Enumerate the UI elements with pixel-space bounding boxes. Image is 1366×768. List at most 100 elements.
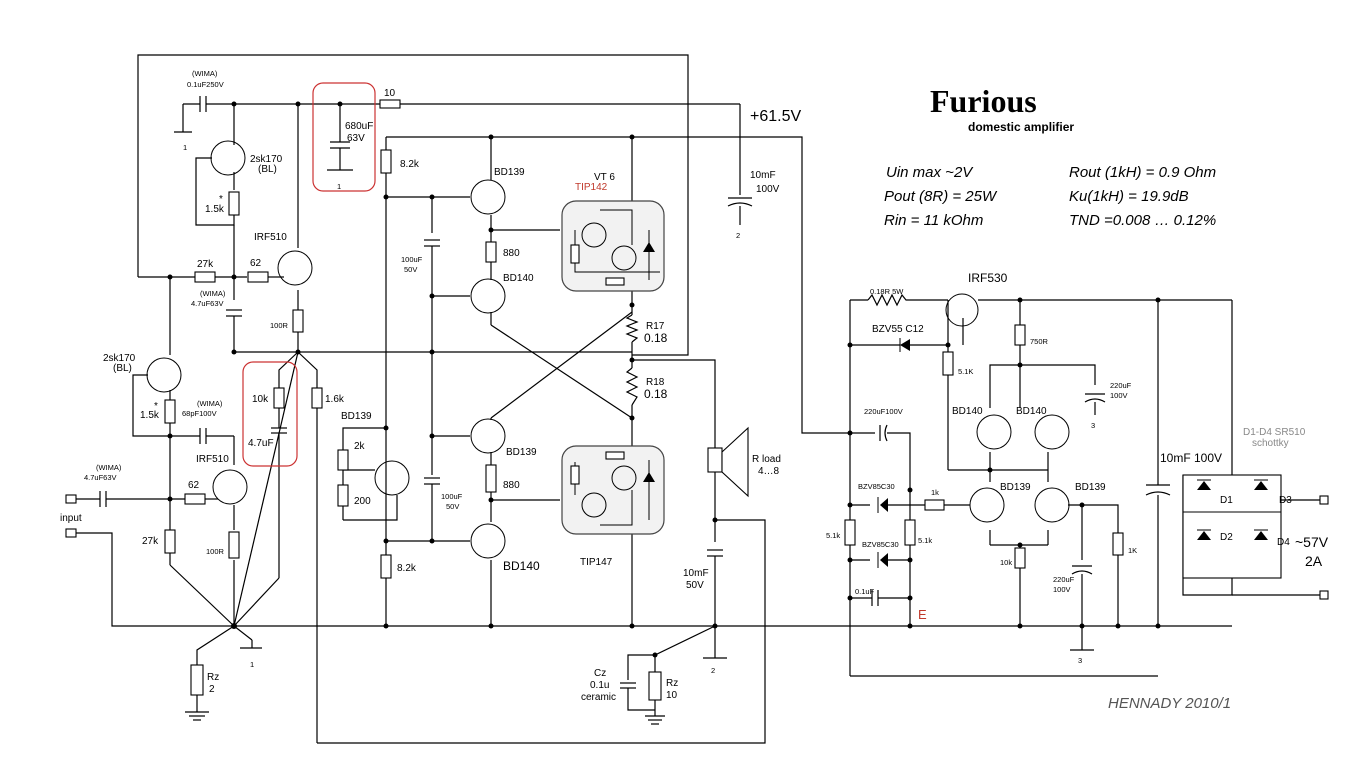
label-gnd2-top: 2	[736, 231, 740, 240]
label-c10mF-outv: 50V	[686, 580, 704, 591]
label-c47: 4.7uF	[248, 438, 274, 449]
label-rz10-b: 10	[666, 690, 678, 701]
label-irf530: IRF530	[968, 271, 1008, 285]
label-c10mF-topv: 100V	[756, 184, 780, 195]
label-c100-a: 100uF	[401, 255, 423, 264]
label-c100-av: 50V	[404, 265, 417, 274]
label-r62-top: 62	[250, 258, 262, 269]
label-r1K-r: 1K	[1128, 546, 1137, 555]
tip147-module	[561, 445, 665, 535]
label-c100-b: 100uF	[441, 492, 463, 501]
label-c220-av: 100V	[1110, 391, 1128, 400]
label-r1k6: 1.6k	[325, 394, 345, 405]
label-tip147: TIP147	[580, 557, 613, 568]
label-c220-b: 220uF	[1053, 575, 1075, 584]
label-gnd3-a: 3	[1091, 421, 1095, 430]
label-gnd2-out: 2	[711, 666, 715, 675]
label-r5k1-a: 5.1K	[958, 367, 973, 376]
label-bd139-r2: BD139	[1075, 482, 1106, 493]
label-r1k5-top: 1.5k	[205, 204, 225, 215]
label-c10mF-top: 10mF	[750, 170, 776, 181]
junction-dots	[167, 101, 1161, 658]
label-rload: R load	[752, 454, 781, 465]
wiring	[76, 54, 1320, 744]
label-bzv85-a: BZV85C30	[858, 482, 895, 491]
label-d1: D1	[1220, 495, 1233, 506]
label-jfet-bot: 2sk170	[103, 353, 136, 364]
label-ground-e: E	[918, 607, 927, 622]
label-c680-a: 680uF	[345, 121, 373, 132]
label-r2k: 2k	[354, 441, 366, 452]
label-ac-current: 2A	[1305, 553, 1323, 569]
label-ac-voltage: ~57V	[1295, 534, 1329, 550]
label-r1k5-bot: 1.5k	[140, 410, 160, 421]
label-wima-3: (WIMA)	[197, 399, 223, 408]
label-r880-a: 880	[503, 248, 520, 259]
label-c220-a: 220uF	[1110, 381, 1132, 390]
spec-tnd: TND =0.008 … 0.12%	[1069, 212, 1216, 229]
label-star-2: *	[154, 401, 158, 412]
label-bd139-r1: BD139	[1000, 482, 1031, 493]
label-c10mF-out: 10mF	[683, 568, 709, 579]
label-irf510-top: IRF510	[254, 232, 287, 243]
label-c220-100: 220uF100V	[864, 407, 903, 416]
label-rz10-a: Rz	[666, 678, 678, 689]
label-gnd-1a: 1	[183, 143, 187, 152]
label-r5k1-c: 5.1k	[918, 536, 932, 545]
label-d3: D3	[1279, 495, 1292, 506]
label-r8k2-bot: 8.2k	[397, 563, 417, 574]
label-d4: D4	[1277, 537, 1290, 548]
label-cz: Cz	[594, 668, 606, 679]
label-jfet-top: 2sk170	[250, 154, 283, 165]
label-c220-bv: 100V	[1053, 585, 1071, 594]
label-r1k: 1k	[931, 488, 939, 497]
label-cz-t: ceramic	[581, 692, 616, 703]
label-d2: D2	[1220, 532, 1233, 543]
component-labels: (WIMA) 0.1uF250V 1 2sk170 (BL) * 1.5k 27…	[60, 69, 1329, 703]
label-wima-1: (WIMA)	[192, 69, 218, 78]
label-c2: 4.7uF63V	[191, 299, 224, 308]
highlight-680uF	[312, 82, 376, 192]
label-bulk-cap: 10mF 100V	[1160, 451, 1222, 465]
label-r100r-top: 100R	[270, 321, 289, 330]
label-input: input	[60, 513, 82, 524]
label-rload-v: 4…8	[758, 466, 780, 477]
label-r27k-bot: 27k	[142, 536, 159, 547]
label-r10k: 10k	[252, 394, 269, 405]
label-c680-b: 63V	[347, 133, 365, 144]
diodes	[877, 338, 1281, 568]
label-c680-gnd: 1	[337, 182, 341, 191]
label-r18v: 0.18	[644, 387, 668, 401]
label-bd139-b: BD139	[506, 447, 537, 458]
spec-pout: Pout (8R) = 25W	[884, 188, 998, 205]
label-rz-a: Rz	[207, 672, 219, 683]
label-r018-5w: 0.18R 5W	[870, 287, 904, 296]
label-c100-bv: 50V	[446, 502, 459, 511]
resistors	[65, 99, 1329, 701]
spec-rin: Rin = 11 kOhm	[884, 212, 983, 229]
label-cz-v: 0.1u	[590, 680, 609, 691]
label-bl-top: (BL)	[258, 164, 277, 175]
label-r880-b: 880	[503, 480, 520, 491]
schematic-subtitle: domestic amplifier	[968, 120, 1074, 134]
label-gnd3-b: 3	[1078, 656, 1082, 665]
label-r200: 200	[354, 496, 371, 507]
author-credit: HENNADY 2010/1	[1108, 695, 1231, 712]
label-r10k-r: 10k	[1000, 558, 1012, 567]
label-rail: +61.5V	[750, 108, 801, 125]
label-gnd-1b: 1	[250, 660, 254, 669]
label-bd140-r1: BD140	[952, 406, 983, 417]
spec-ku: Ku(1kH) = 19.9dB	[1069, 188, 1189, 205]
highlight-10k-4u7	[242, 361, 298, 467]
label-wima-4: (WIMA)	[96, 463, 122, 472]
transistors	[146, 140, 1070, 559]
label-bd139-a: BD139	[494, 167, 525, 178]
label-r17v: 0.18	[644, 331, 668, 345]
label-c01uF: 0.1uF	[855, 587, 875, 596]
label-tip142: TIP142	[575, 182, 608, 193]
label-r750: 750R	[1030, 337, 1049, 346]
label-r5k1-b: 5.1k	[826, 531, 840, 540]
label-r100r-bot: 100R	[206, 547, 225, 556]
label-diodes-note2: schottky	[1252, 438, 1289, 449]
